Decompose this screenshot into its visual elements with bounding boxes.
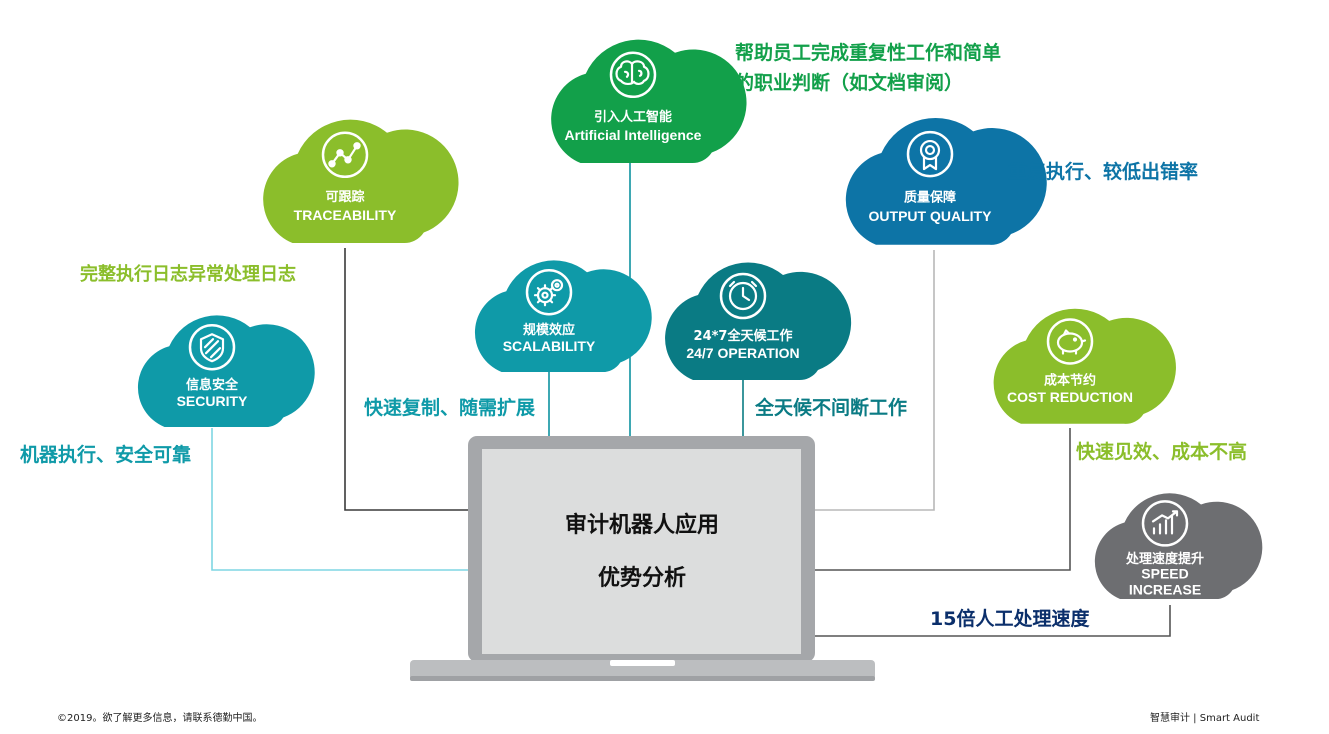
cloud-label-en-speed-1: SPEED [1141, 565, 1188, 581]
growth-chart-icon [1141, 500, 1189, 547]
connector-traceability [344, 248, 470, 511]
footer-copyright: ©2019。欲了解更多信息，请联系德勤中国。 [57, 713, 263, 724]
laptop-notch [610, 660, 675, 666]
piggy-bank-icon [1046, 318, 1094, 365]
footer-brand: 智慧审计 | Smart Audit [1150, 713, 1260, 724]
clouds-layer: 引入人工智能 Artificial Intelligence 可跟踪 TRACEABI… [137, 39, 1263, 600]
laptop-screen [482, 449, 801, 654]
cloud-label-cn-cost: 成本节约 [1044, 373, 1096, 389]
medal-icon [906, 130, 954, 178]
gears-icon [525, 268, 573, 316]
cloud-label-cn-quality: 质量保障 [904, 190, 956, 206]
annotation-security: 机器执行、安全可靠 [20, 444, 192, 466]
connector-quality [815, 250, 935, 511]
annotation-ai-line1: 帮助员工完成重复性工作和简单 [735, 42, 1002, 64]
cloud-label-cn-ai: 引入人工智能 [594, 109, 672, 125]
annotation-speed: 15倍人工处理速度 [930, 608, 1090, 630]
clock-icon [719, 272, 767, 320]
brain-icon [609, 51, 657, 99]
connector-security [211, 428, 470, 571]
cloud-label-en-quality: OUTPUT QUALITY [869, 208, 993, 224]
cloud-label-cn-scalability: 规模效应 [523, 322, 575, 338]
cloud-label-cn-security: 信息安全 [186, 377, 239, 393]
laptop-base-shadow [410, 676, 875, 681]
cloud-label-en-scalability: SCALABILITY [503, 338, 596, 354]
cloud-quality: 质量保障 OUTPUT QUALITY [845, 117, 1047, 245]
cloud-label-cn-operation: 24*7全天候工作 [694, 328, 793, 344]
annotation-scalability: 快速复制、随需扩展 [364, 397, 536, 419]
annotation-cost: 快速见效、成本不高 [1076, 441, 1248, 463]
annotation-ai-line2: 的职业判断（如文档审阅） [735, 72, 964, 94]
cloud-label-en-speed-2: INCREASE [1129, 582, 1201, 598]
cloud-traceability: 可跟踪 TRACEABILITY [263, 119, 459, 244]
cloud-label-en-security: SECURITY [177, 393, 248, 409]
shield-icon [188, 323, 236, 371]
cloud-ai: 引入人工智能 Artificial Intelligence [551, 39, 747, 164]
cloud-label-cn-traceability: 可跟踪 [325, 189, 364, 205]
laptop-title-line2: 优势分析 [597, 566, 686, 591]
connector-cost [815, 428, 1071, 571]
cloud-label-en-ai: Artificial Intelligence [565, 127, 702, 143]
connector-lines [211, 158, 1171, 637]
cloud-label-en-cost: COST REDUCTION [1007, 389, 1133, 405]
cloud-label-cn-speed: 处理速度提升 [1125, 551, 1204, 567]
laptop-title-line1: 审计机器人应用 [564, 513, 719, 538]
cloud-label-en-traceability: TRACEABILITY [294, 207, 397, 223]
annotation-operation: 全天候不间断工作 [755, 397, 908, 419]
laptop-base [410, 660, 875, 680]
cloud-label-en-operation: 24/7 OPERATION [686, 345, 799, 361]
connector-speed [815, 605, 1171, 637]
trend-icon [321, 131, 369, 179]
annotation-traceability: 完整执行日志异常处理日志 [80, 264, 296, 285]
laptop [410, 436, 875, 681]
annotation-quality: 重复执行、较低出错率 [1008, 161, 1199, 183]
